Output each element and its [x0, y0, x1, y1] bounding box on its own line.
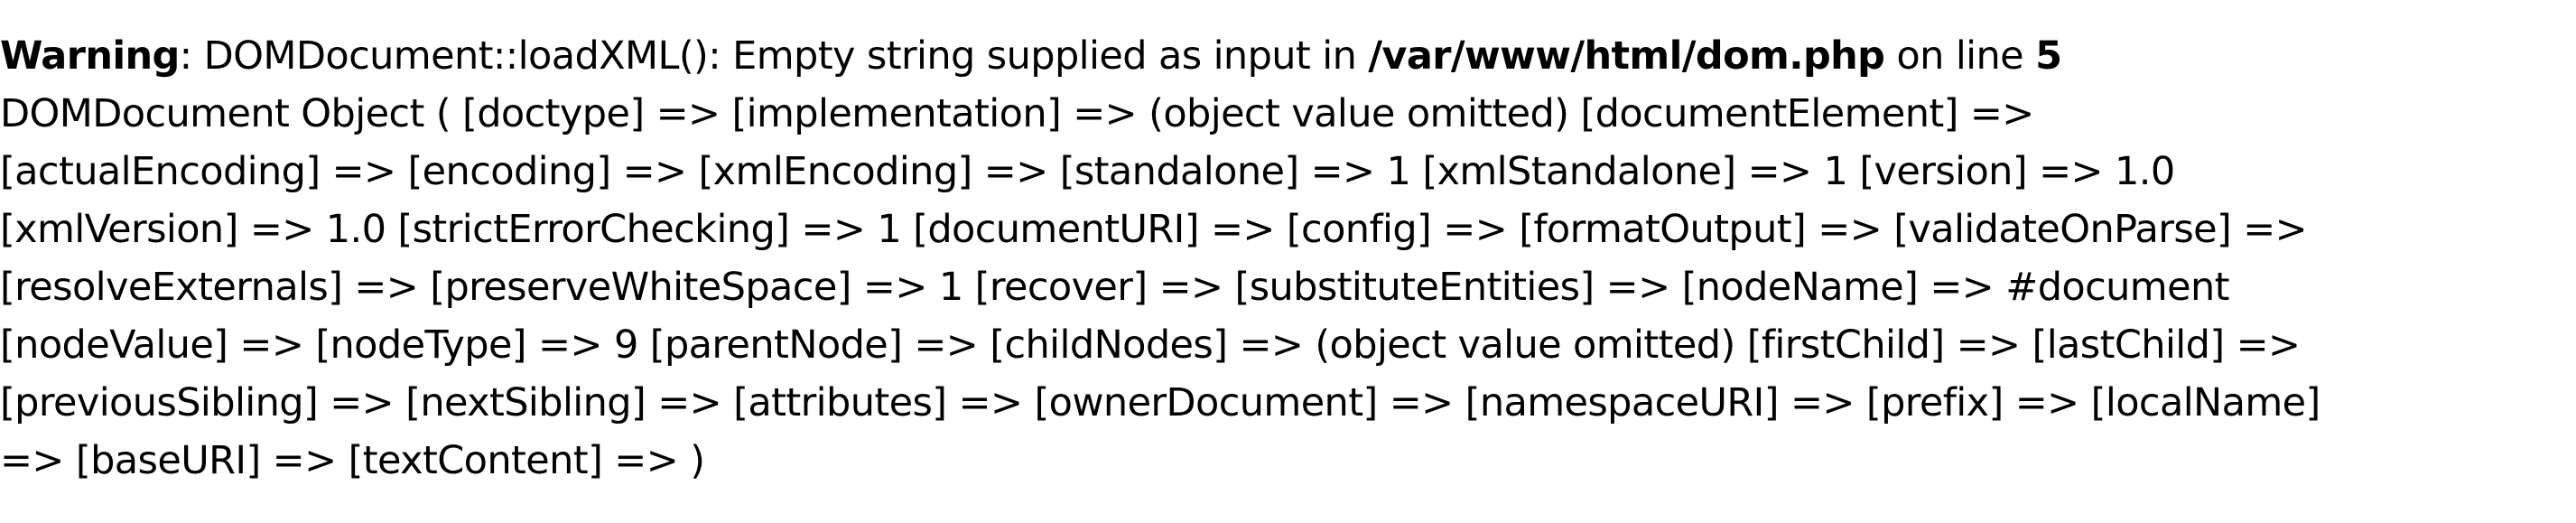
warning-file-path: /var/www/html/dom.php [1368, 33, 1885, 79]
dump-line: DOMDocument Object ( [doctype] => [imple… [0, 91, 2034, 136]
warning-line-number: 5 [2035, 33, 2062, 79]
dump-line: [resolveExternals] => [preserveWhiteSpac… [0, 265, 2229, 310]
dump-line: => [baseURI] => [textContent] => ) [0, 438, 705, 483]
warning-on-line-text: on line [1884, 33, 2036, 79]
warning-message: DOMDocument::loadXML(): Empty string sup… [203, 33, 1369, 79]
dump-line: [actualEncoding] => [encoding] => [xmlEn… [0, 149, 2175, 194]
warning-separator: : [179, 33, 204, 79]
dump-line: [xmlVersion] => 1.0 [strictErrorChecking… [0, 207, 2308, 252]
php-output: Warning: DOMDocument::loadXML(): Empty s… [0, 27, 2528, 490]
dump-line: [nodeValue] => [nodeType] => 9 [parentNo… [0, 322, 2301, 368]
dump-line: [previousSibling] => [nextSibling] => [a… [0, 380, 2320, 425]
php-warning: Warning: DOMDocument::loadXML(): Empty s… [0, 27, 2528, 85]
warning-label: Warning [0, 33, 180, 79]
